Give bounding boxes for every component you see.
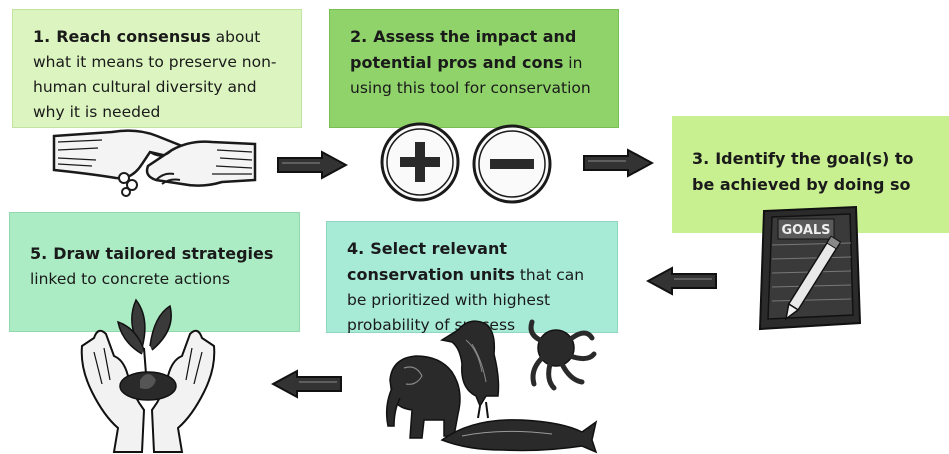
step-1-box: 1. Reach consensus about what it means to… [12, 9, 302, 128]
step-2-title: Assess the impact and potential pros and… [350, 27, 577, 72]
hands-seedling-icon [78, 292, 218, 454]
step-1-text: about what it means to preserve non-huma… [33, 28, 277, 121]
step-4-title: Select relevant conservation units [347, 239, 515, 284]
arrow-left-icon [646, 266, 718, 296]
step-1-number: 1. [33, 27, 51, 46]
plus-circle-icon [378, 120, 462, 204]
animals-icon [382, 310, 604, 454]
handshake-icon [52, 122, 257, 197]
arrow-right-icon [582, 148, 654, 178]
step-2-text: in using this tool for conservation [350, 54, 591, 97]
arrow-left-icon [271, 369, 343, 399]
minus-circle-icon [470, 122, 554, 206]
step-3-title: Identify the goal(s) to be achieved by d… [692, 149, 914, 194]
step-1-title: Reach consensus [56, 27, 211, 46]
step-2-number: 2. [350, 27, 368, 46]
arrow-right-icon [276, 150, 348, 180]
step-5-text: linked to concrete actions [30, 270, 230, 288]
step-3-number: 3. [692, 149, 710, 168]
notebook-label: GOALS [781, 223, 830, 238]
step-5-box: 5. Draw tailored strategies linked to con… [9, 212, 300, 332]
step-5-number: 5. [30, 244, 48, 263]
step-2-box: 2.Assess the impact and potential pros a… [329, 9, 619, 128]
notebook-pencil-icon: GOALS [756, 205, 864, 333]
step-5-title: Draw tailored strategies [53, 244, 274, 263]
step-4-number: 4. [347, 239, 365, 258]
